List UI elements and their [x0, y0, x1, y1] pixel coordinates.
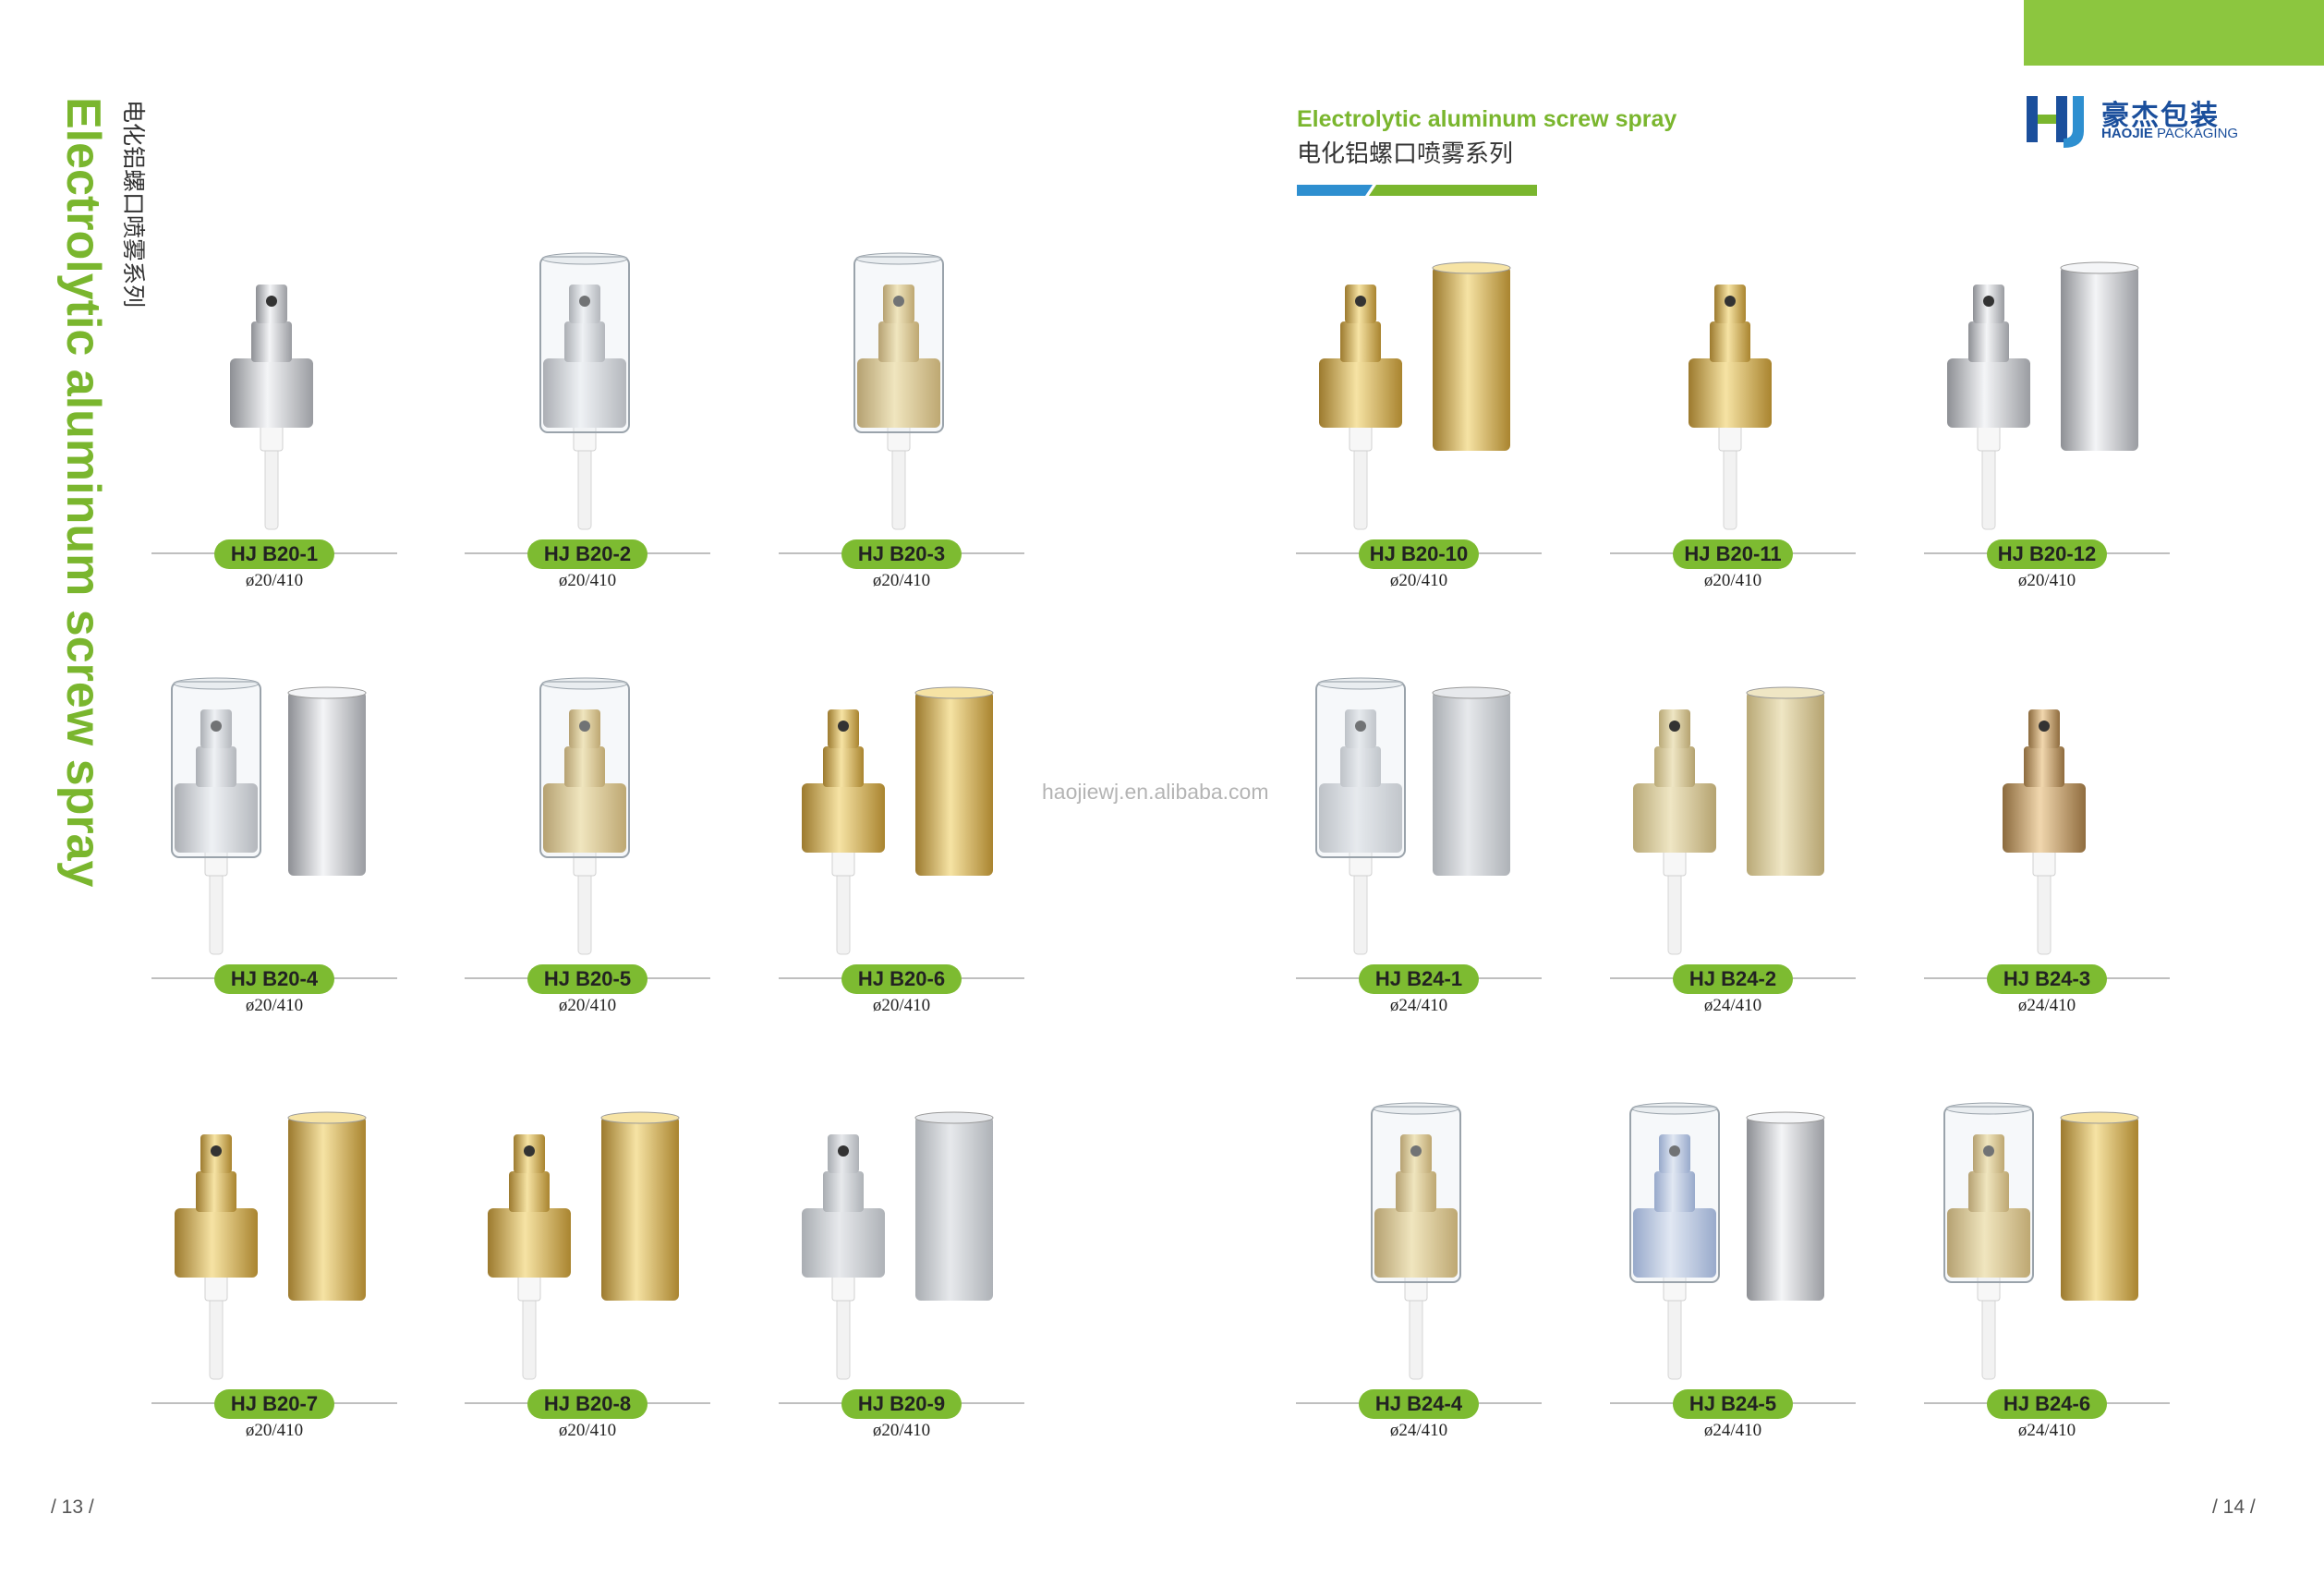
product-card: HJ B24-4 ø24/410 — [1296, 1088, 1542, 1495]
product-card: HJ B20-11 ø20/410 — [1610, 238, 1856, 645]
spray-pump-image — [230, 285, 313, 530]
product-card: HJ B20-4 ø20/410 — [151, 663, 397, 1070]
spray-pump-image — [802, 686, 994, 955]
product-code: HJ B20-9 — [841, 1389, 962, 1419]
product-code: HJ B20-4 — [214, 964, 334, 994]
product-spec: ø20/410 — [558, 996, 617, 1015]
product-spec: ø20/410 — [872, 571, 931, 590]
product-spec: ø24/410 — [2017, 996, 2076, 1015]
product-spec: ø24/410 — [1703, 1421, 1762, 1440]
product-card: HJ B20-6 ø20/410 — [779, 663, 1024, 1070]
spray-pump-image — [539, 677, 630, 955]
section-title-underline — [1297, 185, 1537, 196]
spray-pump-image — [1947, 261, 2139, 530]
spray-pump-image — [1943, 1102, 2139, 1380]
product-spec: ø20/410 — [1389, 571, 1448, 590]
watermark: haojiewj.en.alibaba.com — [1042, 780, 1269, 804]
product-card: HJ B24-2 ø24/410 — [1610, 663, 1856, 1070]
vertical-title-cn-text: 电化铝螺口喷雾系列 — [120, 100, 147, 308]
spray-pump-image — [1689, 285, 1772, 530]
product-code: HJ B24-2 — [1673, 964, 1793, 994]
page-number-right: / 14 / — [2212, 1496, 2256, 1518]
logo-name-en: HAOJIE PACKAGING — [2101, 126, 2239, 141]
product-card: HJ B20-10 ø20/410 — [1296, 238, 1542, 645]
product-code: HJ B24-5 — [1673, 1389, 1793, 1419]
product-code: HJ B20-1 — [214, 539, 334, 569]
product-spec: ø24/410 — [1389, 1421, 1448, 1440]
product-code: HJ B24-3 — [1987, 964, 2107, 994]
header-accent-bar — [2024, 0, 2324, 66]
product-spec: ø20/410 — [245, 1421, 304, 1440]
product-card: HJ B20-2 ø20/410 — [465, 238, 710, 645]
spray-pump-image — [1633, 686, 1825, 955]
product-code: HJ B20-12 — [1987, 539, 2107, 569]
product-spec: ø20/410 — [245, 996, 304, 1015]
product-code: HJ B20-3 — [841, 539, 962, 569]
product-card: HJ B24-6 ø24/410 — [1924, 1088, 2170, 1495]
product-card: HJ B20-8 ø20/410 — [465, 1088, 710, 1495]
product-card: HJ B24-3 ø24/410 — [1924, 663, 2170, 1070]
product-code: HJ B20-11 — [1673, 539, 1793, 569]
product-code: HJ B20-10 — [1359, 539, 1479, 569]
product-spec: ø24/410 — [1389, 996, 1448, 1015]
section-title: Electrolytic aluminum screw spray — [1297, 106, 1677, 132]
spray-pump-image — [175, 1111, 367, 1380]
product-code: HJ B24-1 — [1359, 964, 1479, 994]
product-code: HJ B24-4 — [1359, 1389, 1479, 1419]
product-card: HJ B20-5 ø20/410 — [465, 663, 710, 1070]
product-spec: ø20/410 — [872, 996, 931, 1015]
product-code: HJ B20-8 — [527, 1389, 648, 1419]
spray-pump-image — [539, 252, 630, 530]
product-spec: ø20/410 — [558, 571, 617, 590]
page-number-left: / 13 / — [51, 1496, 94, 1518]
product-code: HJ B20-6 — [841, 964, 962, 994]
product-spec: ø20/410 — [558, 1421, 617, 1440]
logo-name-cn: 豪杰包装 — [2101, 100, 2220, 132]
spray-pump-image — [1315, 677, 1511, 955]
product-spec: ø20/410 — [1703, 571, 1762, 590]
product-spec: ø20/410 — [872, 1421, 931, 1440]
product-spec: ø20/410 — [2017, 571, 2076, 590]
spray-pump-image — [1629, 1102, 1825, 1380]
spray-pump-image — [2003, 709, 2086, 955]
product-card: HJ B20-1 ø20/410 — [151, 238, 397, 645]
spray-pump-image — [1371, 1102, 1461, 1380]
product-card: HJ B24-1 ø24/410 — [1296, 663, 1542, 1070]
product-spec: ø24/410 — [2017, 1421, 2076, 1440]
product-spec: ø20/410 — [245, 571, 304, 590]
product-code: HJ B20-7 — [214, 1389, 334, 1419]
product-card: HJ B20-7 ø20/410 — [151, 1088, 397, 1495]
spray-pump-image — [171, 677, 367, 955]
vertical-title-text: Electrolytic aluminum screw spray — [56, 97, 110, 888]
product-card: HJ B20-3 ø20/410 — [779, 238, 1024, 645]
vertical-title: Electrolytic aluminum screw spray — [56, 97, 115, 984]
product-code: HJ B20-5 — [527, 964, 648, 994]
product-card: HJ B20-12 ø20/410 — [1924, 238, 2170, 645]
product-card: HJ B20-9 ø20/410 — [779, 1088, 1024, 1495]
product-code: HJ B24-6 — [1987, 1389, 2107, 1419]
haojie-logo-icon — [2027, 96, 2084, 148]
vertical-title-cn: 电化铝螺口喷雾系列 — [118, 92, 155, 333]
spray-pump-image — [488, 1111, 680, 1380]
product-code: HJ B20-2 — [527, 539, 648, 569]
spray-pump-image — [802, 1111, 994, 1380]
section-title-cn: 电化铝螺口喷雾系列 — [1297, 140, 1514, 168]
spray-pump-image — [853, 252, 944, 530]
spray-pump-image — [1319, 261, 1511, 530]
product-spec: ø24/410 — [1703, 996, 1762, 1015]
product-card: HJ B24-5 ø24/410 — [1610, 1088, 1856, 1495]
